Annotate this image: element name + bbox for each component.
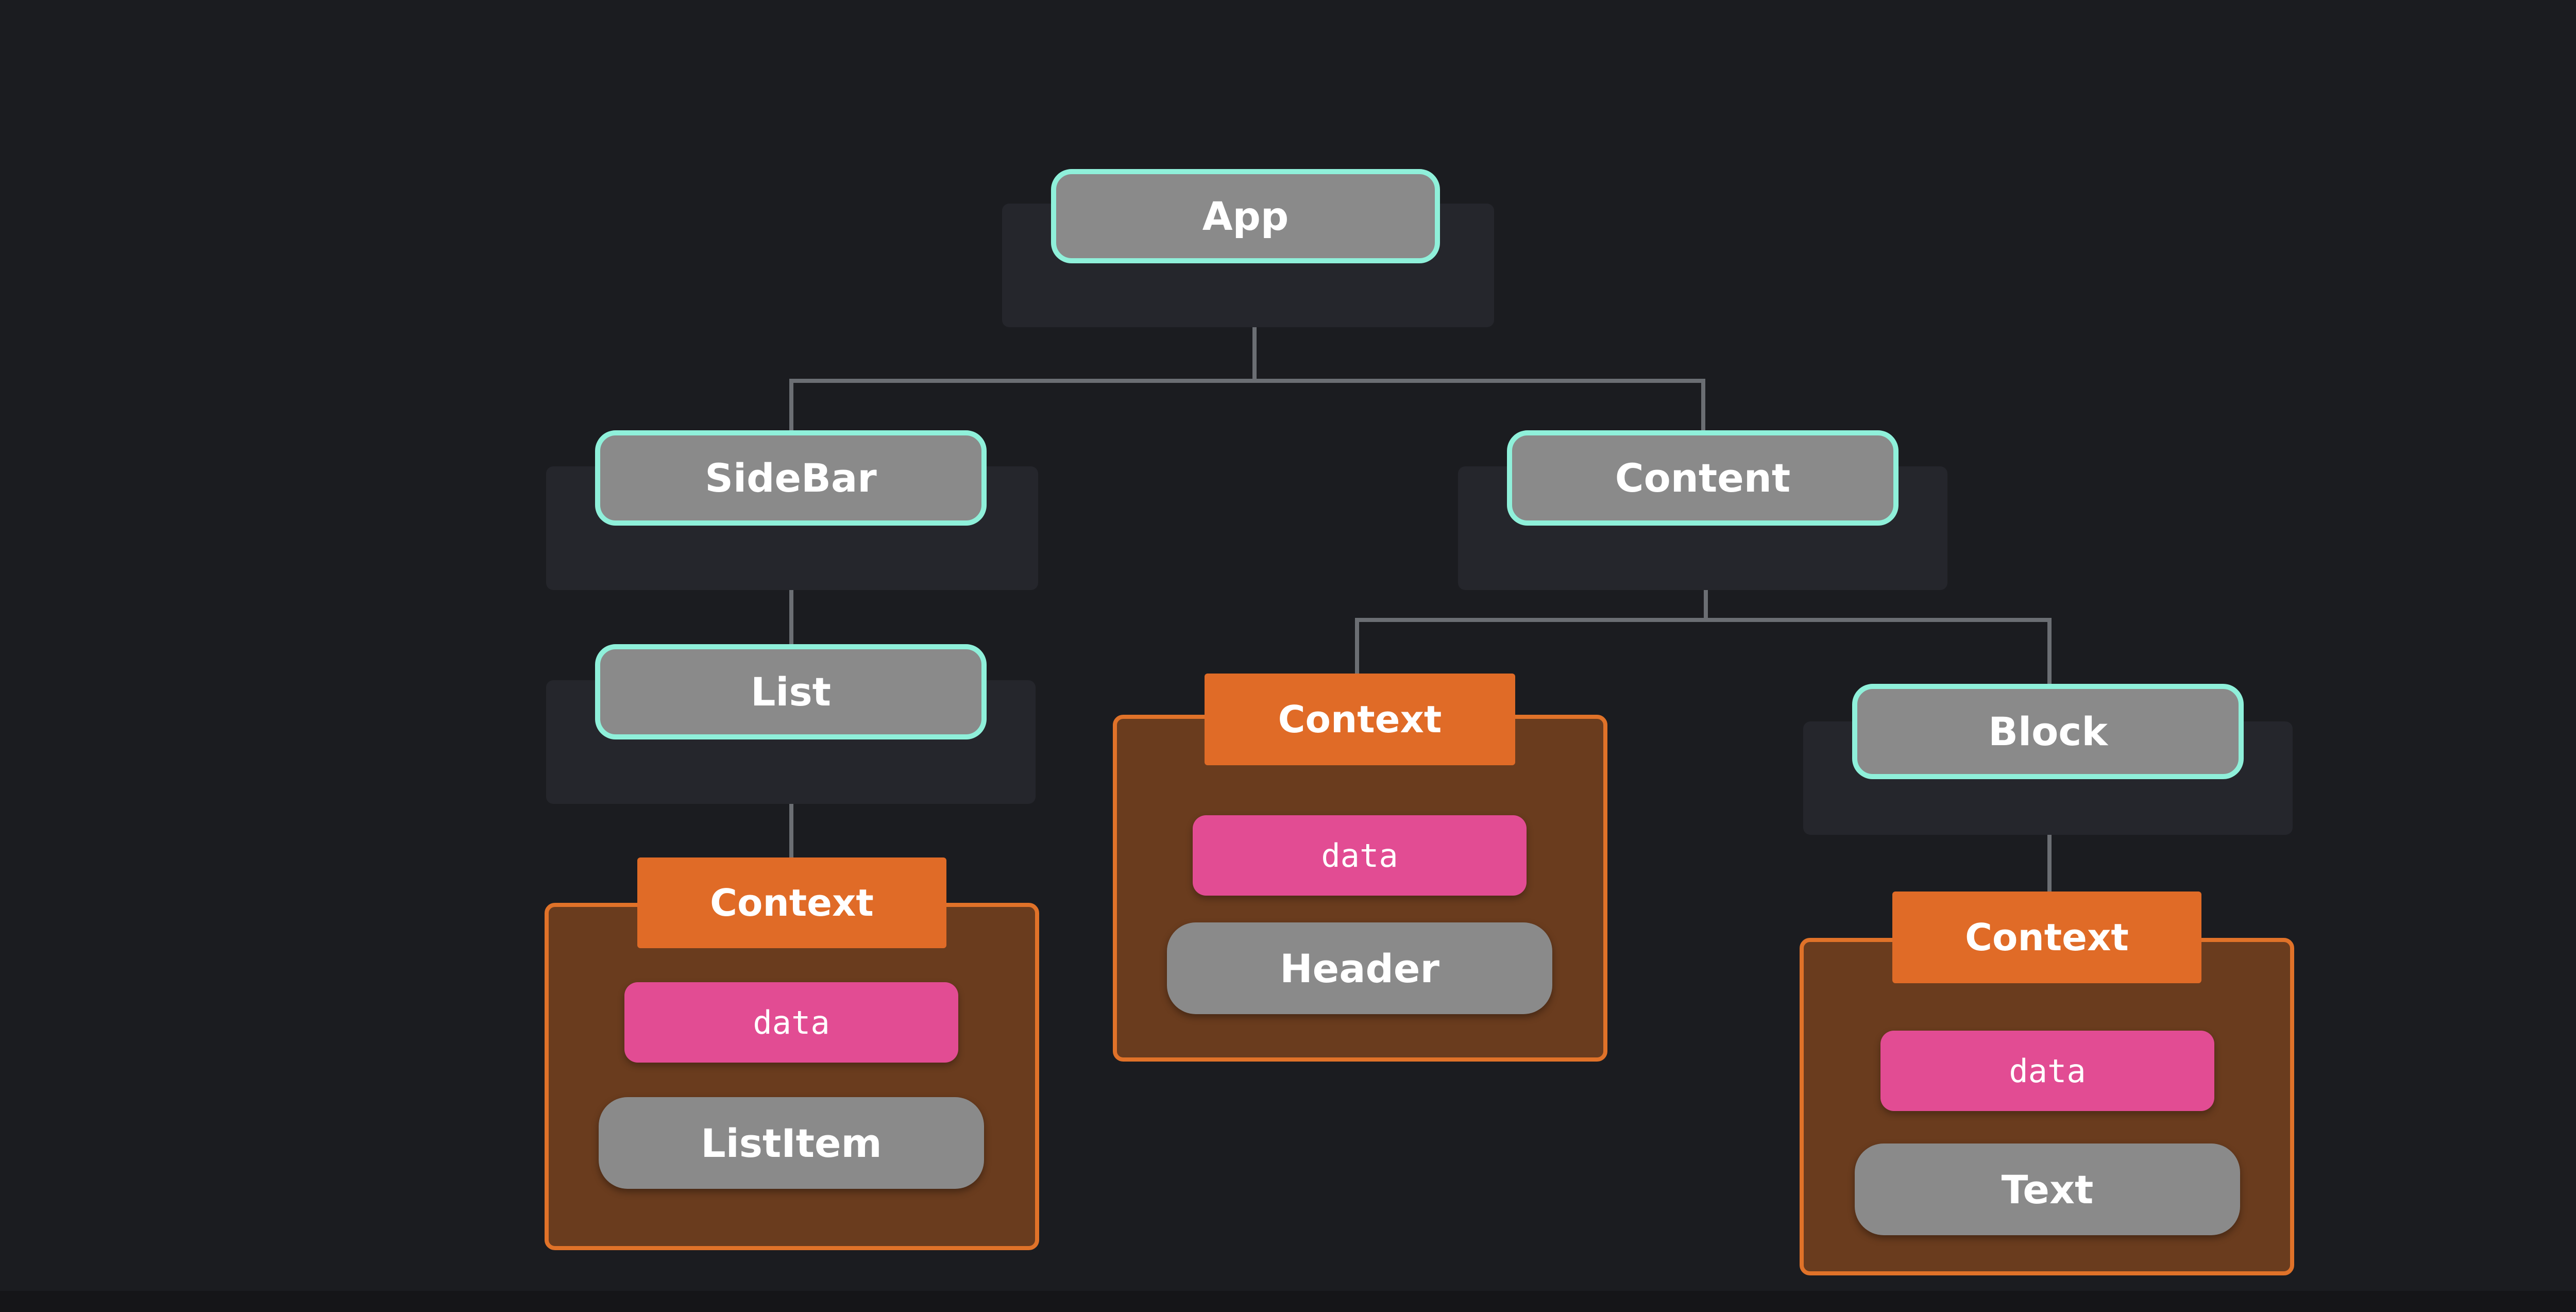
text-node: Text: [1855, 1143, 2240, 1235]
connector-to-block: [2047, 618, 2052, 686]
connector-list-context: [789, 804, 793, 860]
sidebar-node: SideBar: [595, 430, 987, 526]
block-context-tab: Context: [1892, 892, 2201, 983]
list-node: List: [595, 644, 987, 739]
content-context-data: data: [1193, 815, 1527, 896]
connector-to-sidebar: [789, 379, 793, 431]
connector-block-context: [2047, 835, 2052, 894]
block-node: Block: [1852, 684, 2244, 779]
connector-to-content: [1701, 379, 1705, 431]
content-node: Content: [1507, 430, 1899, 526]
connector-sidebar-list: [789, 590, 793, 646]
connector-app-down: [1252, 327, 1257, 383]
list-context-area: [545, 903, 1039, 1250]
header-node: Header: [1167, 922, 1552, 1014]
list-context-tab: Context: [637, 857, 946, 948]
content-context-tab: Context: [1205, 674, 1515, 765]
listitem-node: ListItem: [599, 1097, 984, 1189]
connector-content-horizontal: [1355, 618, 2052, 622]
connector-content-down: [1704, 590, 1708, 622]
connector-app-horizontal: [789, 379, 1705, 383]
connector-to-content-context: [1355, 618, 1359, 675]
app-node: App: [1051, 169, 1440, 263]
list-context-data: data: [624, 982, 958, 1063]
block-context-data: data: [1880, 1031, 2214, 1111]
bottom-band: [0, 1291, 2576, 1312]
